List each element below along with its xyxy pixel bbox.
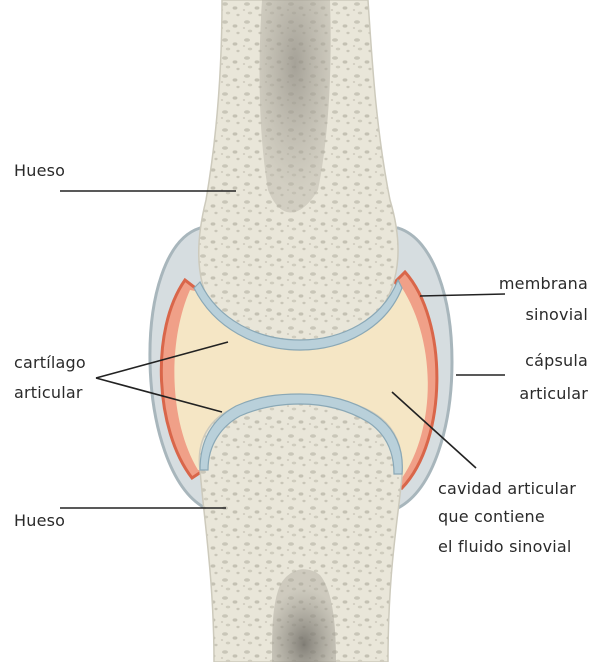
label-capsula-line2: articular bbox=[470, 383, 588, 405]
label-cavidad-line1: cavidad articular bbox=[438, 478, 576, 500]
label-cartilago-line2: articular bbox=[14, 382, 83, 404]
label-membrana-line1: membrana bbox=[470, 273, 588, 295]
label-cartilago-line1: cartílago bbox=[14, 352, 86, 374]
label-hueso-bottom: Hueso bbox=[14, 510, 65, 532]
label-cavidad-line2: que contiene bbox=[438, 506, 545, 528]
label-membrana-line2: sinovial bbox=[470, 304, 588, 326]
label-hueso-top: Hueso bbox=[14, 160, 65, 182]
label-cavidad-line3: el fluido sinovial bbox=[438, 536, 572, 558]
label-capsula-line1: cápsula bbox=[470, 350, 588, 372]
